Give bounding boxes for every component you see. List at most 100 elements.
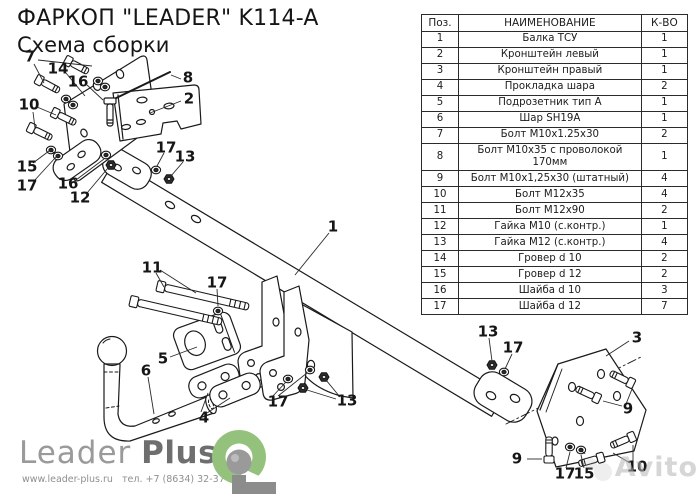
brand-word-leader: Leader <box>19 435 132 471</box>
callout-17: 17 <box>502 338 524 357</box>
table-cell: Прокладка шара <box>457 79 642 96</box>
callout-10: 10 <box>626 457 648 476</box>
callout-12: 12 <box>69 188 91 207</box>
callout-16: 16 <box>57 174 79 193</box>
brand-contact: www.leader-plus.ru тел. +7 (8634) 32-37-… <box>22 474 241 485</box>
table-cell: 2 <box>640 127 689 144</box>
table-cell: Шайба d 12 <box>457 298 642 316</box>
callout-16: 16 <box>67 72 89 91</box>
callout-2: 2 <box>183 89 195 108</box>
table-cell: 13 <box>421 234 459 252</box>
callout-15: 15 <box>573 464 595 483</box>
column-header-0: Поз. <box>421 14 459 32</box>
table-cell: 7 <box>421 127 459 144</box>
table-cell: Гайка М12 (с.контр.) <box>457 234 642 252</box>
table-cell: 6 <box>421 111 459 128</box>
table-cell: 2 <box>640 266 689 284</box>
table-cell: 4 <box>640 170 689 188</box>
table-cell: 16 <box>421 282 459 300</box>
table-cell: 9 <box>421 170 459 188</box>
callout-17: 17 <box>16 176 38 195</box>
table-cell: Шайба d 10 <box>457 282 642 300</box>
callout-13: 13 <box>336 391 358 410</box>
callout-13: 13 <box>477 322 499 341</box>
brand-word-plus: Plus <box>141 435 218 471</box>
table-cell: Кронштейн правый <box>457 63 642 80</box>
table-cell: 11 <box>421 202 459 220</box>
callout-9: 9 <box>511 449 523 468</box>
table-cell: Балка ТСУ <box>457 31 642 48</box>
table-cell: 1 <box>640 31 689 48</box>
callout-1: 1 <box>327 217 339 236</box>
table-cell: 8 <box>421 142 459 172</box>
table-cell: Гровер d 10 <box>457 250 642 268</box>
table-cell: Болт М12х35 <box>457 186 642 204</box>
table-cell: 3 <box>421 63 459 80</box>
table-cell: 5 <box>421 95 459 112</box>
table-cell: 12 <box>421 218 459 236</box>
table-cell: 1 <box>640 95 689 112</box>
table-cell: 1 <box>640 63 689 80</box>
brand-hitch-icon <box>212 430 276 494</box>
leader-lines <box>32 59 634 469</box>
table-cell: Подрозетник тип А <box>457 95 642 112</box>
table-cell: 2 <box>640 79 689 96</box>
table-cell: 4 <box>421 79 459 96</box>
callout-13: 13 <box>174 147 196 166</box>
callout-17: 17 <box>206 273 228 292</box>
watermark-logo-dots <box>584 457 612 481</box>
table-cell: Шар SH19A <box>457 111 642 128</box>
table-cell: 15 <box>421 266 459 284</box>
callout-15: 15 <box>16 157 38 176</box>
table-cell: 1 <box>640 142 689 172</box>
table-cell: 1 <box>640 111 689 128</box>
watermark-text: Avito <box>614 452 698 483</box>
table-cell: Болт М12х90 <box>457 202 642 220</box>
table-cell: 4 <box>640 186 689 204</box>
callout-8: 8 <box>182 68 194 87</box>
table-cell: Кронштейн левый <box>457 47 642 64</box>
brand-logo-text: Leader Plus <box>19 438 217 469</box>
table-cell: 10 <box>421 186 459 204</box>
callout-3: 3 <box>631 328 643 347</box>
callout-17: 17 <box>267 392 289 411</box>
table-cell: Гровер d 12 <box>457 266 642 284</box>
table-cell: 1 <box>640 47 689 64</box>
table-cell: 1 <box>640 218 689 236</box>
table-cell: Болт М10х1,25х30 (штатный) <box>457 170 642 188</box>
table-cell: 2 <box>640 202 689 220</box>
page-title: ФАРКОП "LEADER" K114-A <box>17 6 319 31</box>
watermark: Avito <box>581 452 698 484</box>
callout-7: 7 <box>24 47 36 66</box>
table-cell: Гайка М10 (с.контр.) <box>457 218 642 236</box>
column-header-2: К-ВО <box>640 14 689 32</box>
callout-11: 11 <box>141 258 163 277</box>
table-cell: 2 <box>421 47 459 64</box>
table-cell: 1 <box>421 31 459 48</box>
callout-6: 6 <box>140 361 152 380</box>
callout-10: 10 <box>18 95 40 114</box>
table-cell: 7 <box>640 298 689 316</box>
callout-17: 17 <box>554 464 576 483</box>
table-cell: Болт М10х1.25х30 <box>457 127 642 144</box>
